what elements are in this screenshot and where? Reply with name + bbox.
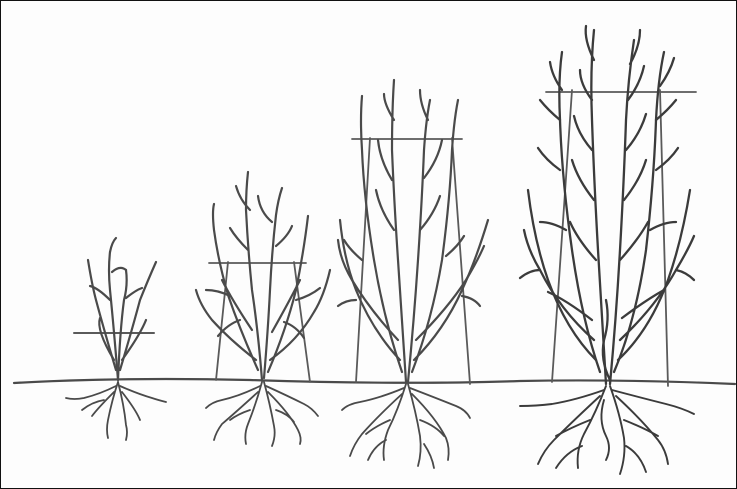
plant-3	[338, 80, 488, 468]
plant-1	[66, 238, 166, 440]
plant-4-roots	[520, 386, 694, 474]
plant-3-canes	[338, 80, 488, 382]
plant-1-canes	[88, 238, 156, 380]
plant-1-roots	[66, 382, 166, 440]
plant-2-canes	[196, 172, 330, 380]
plant-2-roots	[206, 382, 318, 446]
ground-line	[14, 379, 735, 384]
plant-4	[520, 26, 696, 474]
plant-4-canes	[520, 26, 694, 384]
plant-2	[196, 172, 330, 446]
plant-3-roots	[342, 384, 470, 468]
